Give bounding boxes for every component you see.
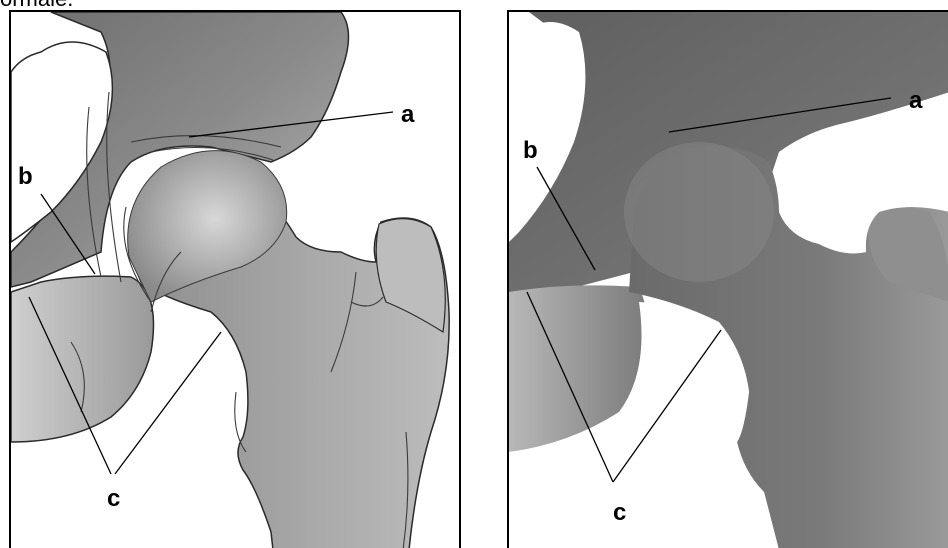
femoral-head-shadow [624,142,774,282]
label-a: a [909,87,923,114]
label-c: c [107,485,120,512]
label-b: b [523,137,538,164]
hip-drawing-panel: a b c [9,10,461,548]
label-a: a [401,101,415,128]
label-b: b [18,163,33,190]
hip-drawing-svg: a b c [11,12,461,548]
hip-radiograph-svg: a b c [509,12,948,548]
ischium [11,276,154,442]
hip-radiograph-panel: a b c [507,10,948,548]
label-c: c [613,499,626,526]
